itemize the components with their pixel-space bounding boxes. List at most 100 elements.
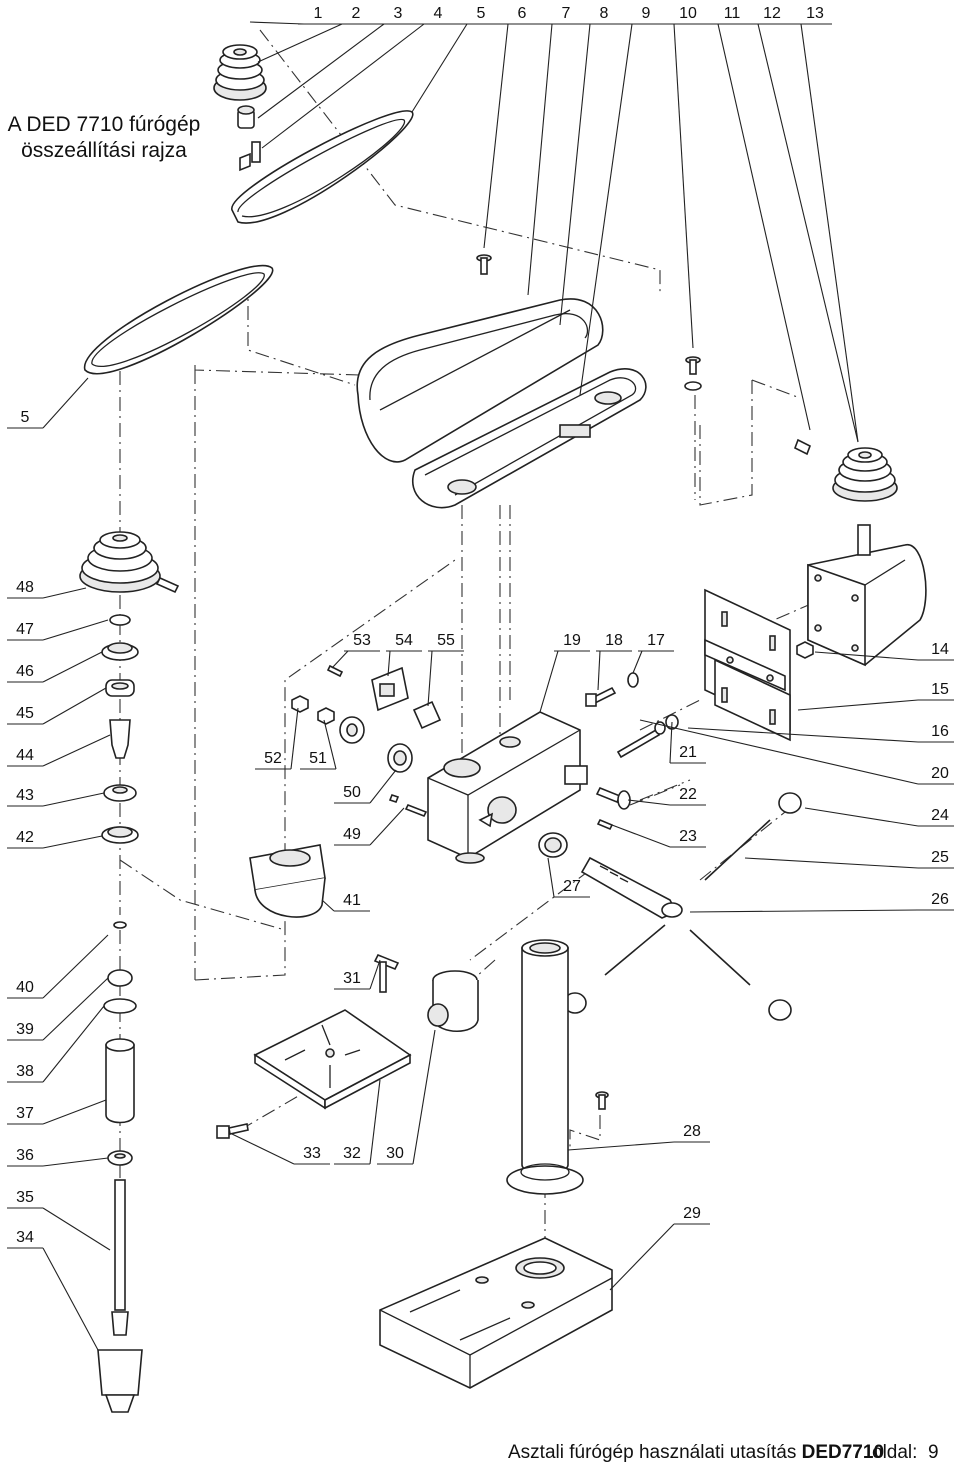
leader-line-20 xyxy=(639,719,919,785)
callout-38: 38 xyxy=(16,1063,34,1080)
pulley-key xyxy=(239,141,261,172)
leader-line-49 xyxy=(369,807,405,846)
callout-26: 26 xyxy=(931,891,949,908)
leader-line-40 xyxy=(42,934,109,999)
ring-50 xyxy=(339,716,365,744)
leader-line-7 xyxy=(527,23,553,296)
callout-18: 18 xyxy=(605,632,623,649)
leader-lines xyxy=(42,21,919,1351)
callout-32: 32 xyxy=(343,1145,361,1162)
leader-line-36 xyxy=(42,1157,109,1167)
leader-line-18 xyxy=(597,650,601,691)
callout-4: 4 xyxy=(434,5,443,22)
leader-line-47 xyxy=(42,619,109,641)
leader-line-28 xyxy=(567,1141,675,1151)
small-pin xyxy=(596,818,614,831)
feed-handle-3 xyxy=(689,929,751,986)
callout-39: 39 xyxy=(16,1021,34,1038)
callout-14: 14 xyxy=(931,641,949,658)
leader-line-32 xyxy=(369,1079,381,1165)
callout-29: 29 xyxy=(683,1205,701,1222)
leader-line-10 xyxy=(673,23,694,349)
callout-23: 23 xyxy=(679,828,697,845)
callout-20: 20 xyxy=(931,765,949,782)
leader-line-19 xyxy=(539,650,559,713)
leader-line-46 xyxy=(42,651,103,683)
pin-50b xyxy=(388,794,428,818)
callout-51: 51 xyxy=(309,750,327,767)
column-flange xyxy=(506,1163,584,1195)
feed-handle-2 xyxy=(604,924,666,976)
callout-13: 13 xyxy=(806,5,824,22)
nut-51 xyxy=(317,707,335,725)
motor-bracket xyxy=(704,588,791,742)
leader-line-21 xyxy=(669,721,673,764)
drawing-title: A DED 7710 fúrógép összeállítási rajza xyxy=(4,112,204,164)
callout-30: 30 xyxy=(386,1145,404,1162)
callout-37: 37 xyxy=(16,1105,34,1122)
leader-line-6 xyxy=(483,23,509,249)
upper-belt xyxy=(231,110,414,224)
callout-40: 40 xyxy=(16,979,34,996)
motor-nut xyxy=(796,641,814,659)
feed-handle-1 xyxy=(704,819,771,881)
callout-45: 45 xyxy=(16,705,34,722)
leader-line-14 xyxy=(814,651,919,661)
callout-7: 7 xyxy=(562,5,571,22)
callout-55: 55 xyxy=(437,632,455,649)
leader-line-25 xyxy=(744,857,919,869)
bolt-52 xyxy=(291,695,309,713)
spindle-stack xyxy=(97,614,143,1413)
head-bolt xyxy=(585,686,617,707)
leader-line-53 xyxy=(331,650,349,669)
callout-19: 19 xyxy=(563,632,581,649)
leader-line-41 xyxy=(321,899,335,912)
footer-model: DED7710 xyxy=(801,1442,885,1463)
handle-knob-3 xyxy=(768,999,792,1021)
leader-line-13 xyxy=(800,23,859,443)
leader-line-54 xyxy=(387,650,391,677)
leader-line-52 xyxy=(290,707,299,770)
leader-line-30 xyxy=(412,1029,436,1165)
callout-5: 5 xyxy=(21,409,30,426)
leader-line-33 xyxy=(231,1133,295,1165)
callout-44: 44 xyxy=(16,747,34,764)
footer-doc-title: Asztali fúrógép használati utasítás DED7… xyxy=(508,1442,884,1464)
leader-line-43 xyxy=(42,792,105,807)
leader-line-17 xyxy=(632,650,643,674)
callout-43: 43 xyxy=(16,787,34,804)
leader-line-2 xyxy=(257,23,343,63)
callout-15: 15 xyxy=(931,681,949,698)
parts-drawings xyxy=(79,44,927,1413)
leader-line-22 xyxy=(627,799,671,806)
callout-5: 5 xyxy=(477,5,486,22)
callout-28: 28 xyxy=(683,1123,701,1140)
callout-46: 46 xyxy=(16,663,34,680)
callout-33: 33 xyxy=(303,1145,321,1162)
chuck-guard xyxy=(249,844,326,918)
leader-line-3 xyxy=(257,23,385,119)
leader-line-29 xyxy=(609,1223,675,1291)
callout-34: 34 xyxy=(16,1229,34,1246)
head-washer xyxy=(627,672,639,688)
table-bolt-33 xyxy=(216,1123,249,1139)
callout-17: 17 xyxy=(647,632,665,649)
leader-line-55 xyxy=(427,650,433,707)
callout-42: 42 xyxy=(16,829,34,846)
callout-50: 50 xyxy=(343,784,361,801)
spindle-large-pulley xyxy=(79,531,180,594)
leader-line-12 xyxy=(757,23,859,443)
spindle-pulley xyxy=(213,44,267,101)
leader-line-11 xyxy=(717,23,811,431)
callout-2: 2 xyxy=(352,5,361,22)
callout-49: 49 xyxy=(343,826,361,843)
base xyxy=(379,1237,613,1389)
callout-11: 11 xyxy=(724,5,741,22)
seal-49 xyxy=(387,743,413,773)
leader-line-24 xyxy=(804,807,919,827)
pinion-shaft xyxy=(580,856,683,919)
screw-53 xyxy=(326,664,344,678)
motor-key xyxy=(793,438,812,456)
callout-9: 9 xyxy=(642,5,651,22)
